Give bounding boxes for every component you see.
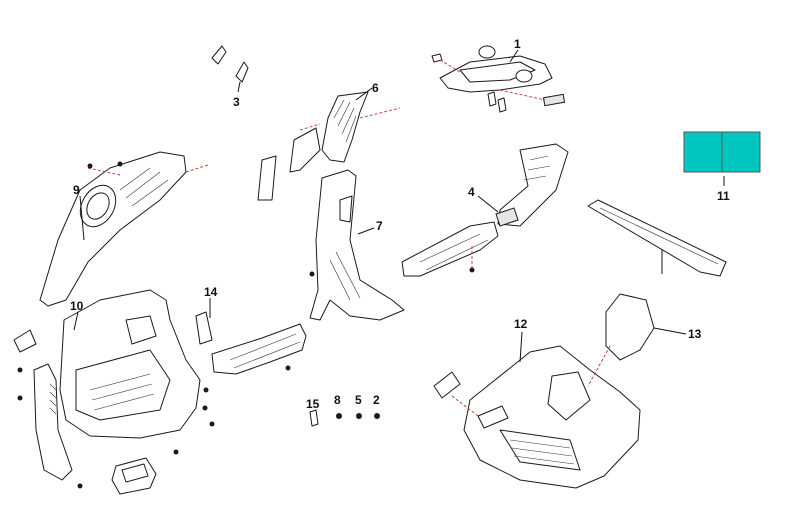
callout-14: 14 xyxy=(204,285,218,299)
callout-7: 7 xyxy=(376,219,383,233)
callout-5: 5 xyxy=(355,393,362,407)
callout-13: 13 xyxy=(688,327,702,341)
callout-2: 2 xyxy=(373,393,380,407)
callout-12: 12 xyxy=(514,317,528,331)
part-front-sill xyxy=(211,323,307,375)
part-9-rear-quarter-upper xyxy=(39,151,209,307)
callout-6: 6 xyxy=(372,81,379,95)
leader-lines xyxy=(73,49,725,363)
part-sill-center xyxy=(401,221,499,277)
callout-15: 15 xyxy=(306,397,320,411)
callout-9: 9 xyxy=(73,183,80,197)
callout-8: 8 xyxy=(334,393,341,407)
callout-1: 1 xyxy=(514,37,521,51)
part-scuff-plate xyxy=(587,199,727,277)
callout-labels: 1 2 3 4 5 6 7 8 9 10 11 12 13 14 15 xyxy=(70,37,730,411)
part-14-bracket xyxy=(195,311,213,345)
callout-4: 4 xyxy=(468,185,475,199)
part-10-rear-quarter-lower xyxy=(13,289,201,439)
part-4-c-pillar-lower xyxy=(495,143,569,227)
part-11-reference-block xyxy=(683,131,761,173)
callout-3: 3 xyxy=(233,95,240,109)
callout-10: 10 xyxy=(70,299,84,313)
part-13-side-bracket xyxy=(587,293,655,387)
part-12-floor-trim xyxy=(433,345,641,489)
part-1-upper-trim xyxy=(431,45,566,113)
part-7-b-pillar-trim xyxy=(309,169,405,321)
part-3-brackets xyxy=(211,45,249,83)
fasteners xyxy=(17,161,475,489)
part-6-pillar-bracket xyxy=(257,91,401,201)
callout-11: 11 xyxy=(717,189,730,203)
part-rear-bin xyxy=(111,457,157,495)
part-left-pillar xyxy=(33,363,73,481)
